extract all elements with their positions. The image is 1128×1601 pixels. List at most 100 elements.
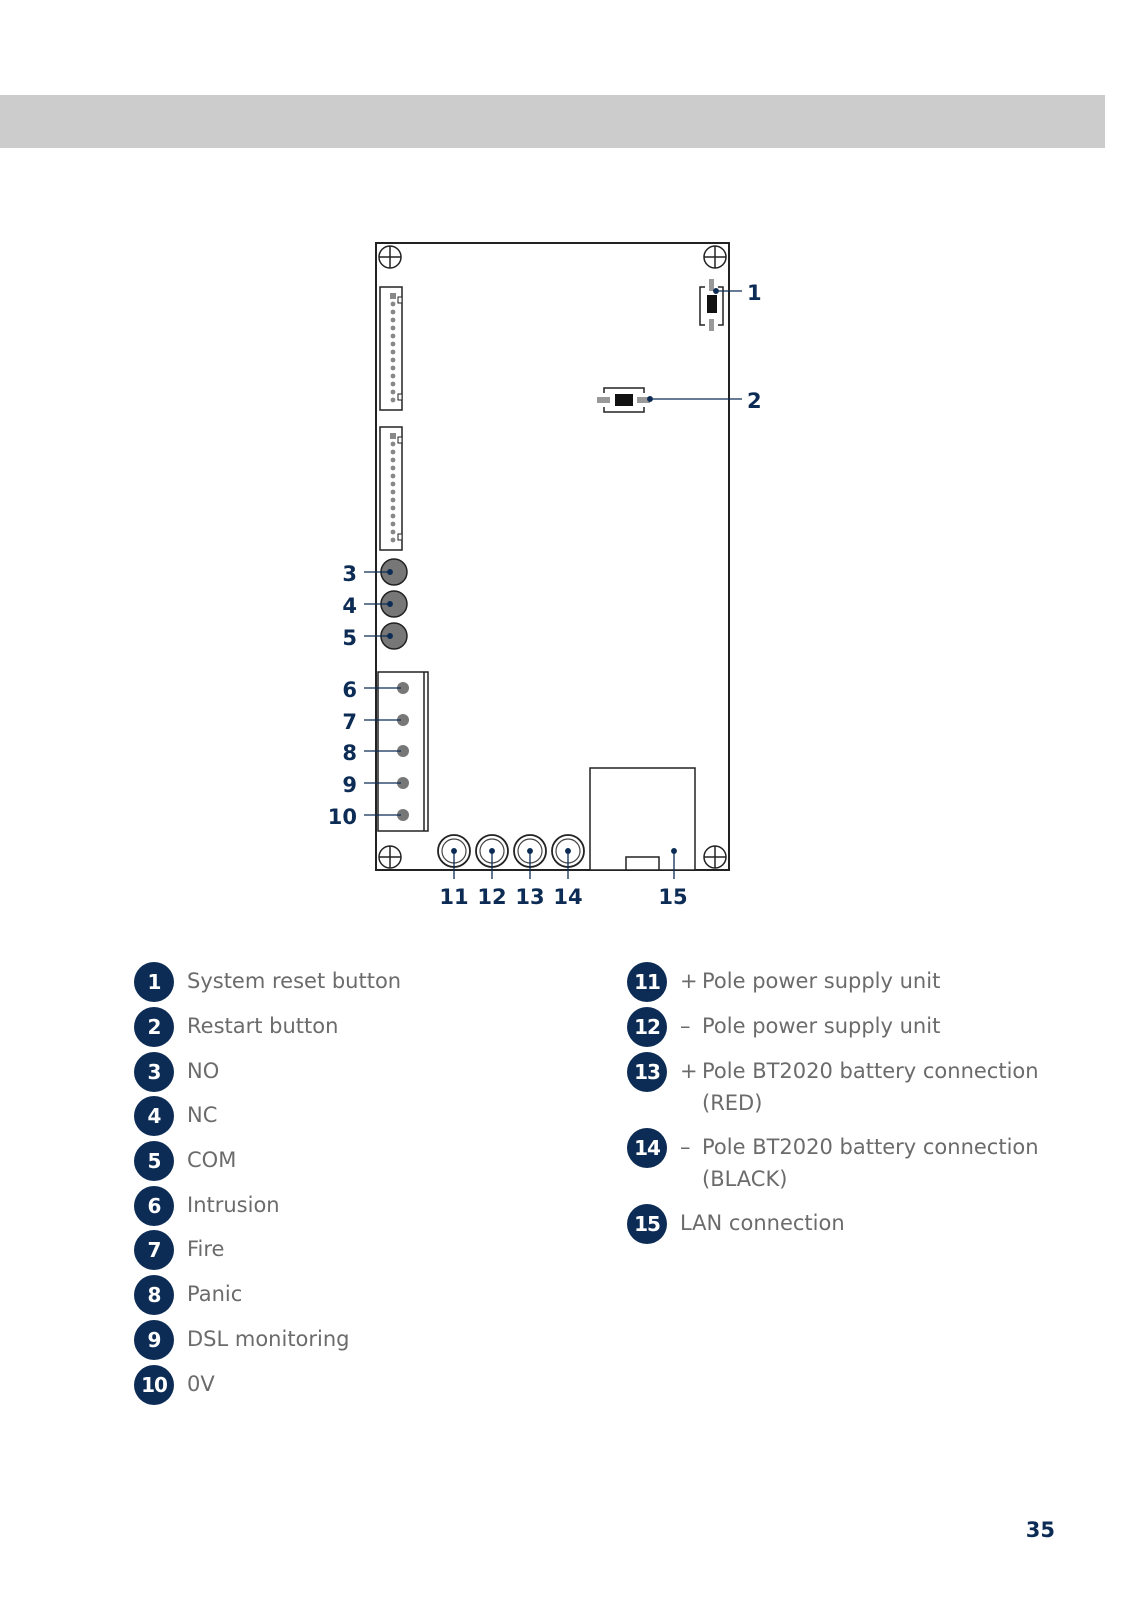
callout-11: 11 bbox=[439, 885, 468, 909]
legend-item: 5 COM bbox=[134, 1141, 236, 1181]
number-badge: 12 bbox=[627, 1007, 667, 1047]
polarity-sign: – bbox=[680, 1135, 691, 1159]
header-pin bbox=[390, 301, 396, 307]
callout-4: 4 bbox=[342, 594, 357, 618]
callout-3: 3 bbox=[342, 562, 357, 586]
header-pin bbox=[390, 497, 396, 503]
legend-label-continued: (RED) bbox=[702, 1091, 763, 1115]
header-pin bbox=[390, 325, 396, 331]
callout-15: 15 bbox=[658, 885, 687, 909]
callout-8: 8 bbox=[342, 741, 357, 765]
legend-label: Restart button bbox=[187, 1014, 339, 1038]
legend-label: 0V bbox=[187, 1372, 215, 1396]
callout-7: 7 bbox=[342, 710, 357, 734]
lan-port bbox=[589, 767, 696, 871]
header-pin bbox=[390, 373, 396, 379]
callout-10: 10 bbox=[328, 805, 357, 829]
screw-icon bbox=[378, 245, 402, 269]
header-pin bbox=[390, 529, 396, 535]
header-pin bbox=[390, 513, 396, 519]
legend-item: 3 NO bbox=[134, 1052, 219, 1092]
header-pin bbox=[390, 341, 396, 347]
header-pin bbox=[390, 489, 396, 495]
legend-label: Panic bbox=[187, 1282, 243, 1306]
legend-label: System reset button bbox=[187, 969, 402, 993]
legend-label: Intrusion bbox=[187, 1193, 280, 1217]
legend-label: DSL monitoring bbox=[187, 1327, 350, 1351]
header-pin bbox=[390, 473, 396, 479]
pin-header-top bbox=[379, 286, 403, 411]
legend-item: 8 Panic bbox=[134, 1275, 242, 1315]
header-pin bbox=[390, 521, 396, 527]
callout-2: 2 bbox=[747, 389, 762, 413]
legend-label: Pole power supply unit bbox=[702, 1014, 941, 1038]
header-pin bbox=[390, 465, 396, 471]
number-badge: 14 bbox=[627, 1128, 667, 1168]
callout-6: 6 bbox=[342, 678, 357, 702]
legend-item: 9 DSL monitoring bbox=[134, 1320, 350, 1360]
legend-label: Pole power supply unit bbox=[702, 969, 941, 993]
header-band bbox=[0, 95, 1105, 148]
number-badge: 10 bbox=[134, 1365, 174, 1405]
header-pin bbox=[390, 309, 396, 315]
legend-label: NO bbox=[187, 1059, 220, 1083]
header-pin bbox=[390, 349, 396, 355]
number-badge: 1 bbox=[134, 962, 174, 1002]
header-pin bbox=[390, 457, 396, 463]
callout-1: 1 bbox=[747, 281, 762, 305]
system-reset-switch bbox=[699, 279, 724, 331]
alarm-terminal-block bbox=[377, 671, 429, 832]
number-badge: 13 bbox=[627, 1052, 667, 1092]
restart-button-component bbox=[597, 387, 650, 413]
number-badge: 6 bbox=[134, 1186, 174, 1226]
callout-13: 13 bbox=[515, 885, 544, 909]
header-pin bbox=[390, 357, 396, 363]
header-pin bbox=[390, 505, 396, 511]
legend-item: 2 Restart button bbox=[134, 1007, 338, 1047]
number-badge: 9 bbox=[134, 1320, 174, 1360]
header-pin bbox=[390, 537, 396, 543]
callout-5: 5 bbox=[342, 626, 357, 650]
legend-item: 12 –Pole power supply unit bbox=[627, 1007, 940, 1047]
legend-item: 1 System reset button bbox=[134, 962, 401, 1002]
header-pin bbox=[390, 449, 396, 455]
number-badge: 8 bbox=[134, 1275, 174, 1315]
legend-item: 13 +Pole BT2020 battery connection (RED) bbox=[627, 1052, 1039, 1119]
legend-item: 10 0V bbox=[134, 1365, 215, 1405]
legend-item: 11 +Pole power supply unit bbox=[627, 962, 940, 1002]
circuit-board-diagram: 1 2 3 4 5 6 7 8 9 10 11 12 13 14 15 bbox=[328, 242, 762, 909]
header-pin bbox=[390, 317, 396, 323]
screw-icon bbox=[703, 245, 727, 269]
number-badge: 7 bbox=[134, 1230, 174, 1270]
page-number: 35 bbox=[1025, 1518, 1055, 1542]
header-pin bbox=[390, 441, 396, 447]
header-pin bbox=[390, 481, 396, 487]
header-pin bbox=[390, 389, 396, 395]
screw-icon bbox=[378, 845, 402, 869]
legend-item: 14 –Pole BT2020 battery connection (BLAC… bbox=[627, 1128, 1039, 1195]
polarity-sign: + bbox=[680, 969, 698, 993]
legend-label-continued: (BLACK) bbox=[702, 1167, 788, 1191]
number-badge: 3 bbox=[134, 1052, 174, 1092]
pin-header-bottom bbox=[379, 426, 403, 551]
polarity-sign: + bbox=[680, 1059, 698, 1083]
legend-item: 15 LAN connection bbox=[627, 1204, 845, 1244]
polarity-sign: – bbox=[680, 1014, 691, 1038]
legend-item: 4 NC bbox=[134, 1096, 217, 1136]
callout-12: 12 bbox=[477, 885, 506, 909]
number-badge: 5 bbox=[134, 1141, 174, 1181]
header-pin bbox=[390, 333, 396, 339]
legend-item: 7 Fire bbox=[134, 1230, 224, 1270]
legend-label: COM bbox=[187, 1148, 237, 1172]
callout-9: 9 bbox=[342, 773, 357, 797]
number-badge: 2 bbox=[134, 1007, 174, 1047]
header-pin bbox=[390, 397, 396, 403]
screw-icon bbox=[703, 845, 727, 869]
legend-label: NC bbox=[187, 1103, 218, 1127]
number-badge: 4 bbox=[134, 1096, 174, 1136]
legend-label: LAN connection bbox=[680, 1211, 845, 1235]
legend-label: Fire bbox=[187, 1237, 225, 1261]
legend-label: Pole BT2020 battery connection bbox=[702, 1135, 1039, 1159]
header-pin bbox=[390, 365, 396, 371]
callout-14: 14 bbox=[553, 885, 582, 909]
